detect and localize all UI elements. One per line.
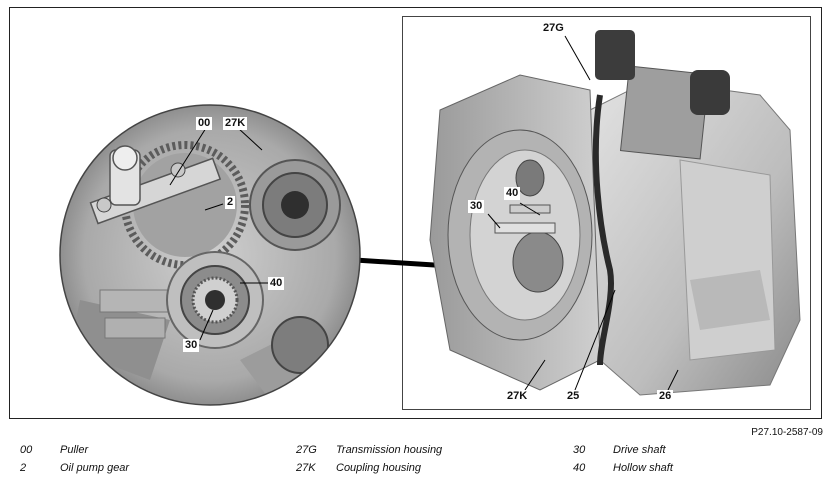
- callout-27k-main: 27K: [505, 390, 530, 403]
- figure-id: P27.10-2587-09: [751, 427, 823, 438]
- legend-text: Oil pump gear: [60, 462, 130, 474]
- callout-30-detail: 30: [183, 339, 200, 352]
- callout-26: 26: [657, 390, 674, 403]
- legend-text: Coupling housing: [336, 462, 422, 474]
- legend-number: 27G: [296, 444, 317, 456]
- legend-item: 27G Transmission housing: [296, 444, 442, 456]
- legend-text: Hollow shaft: [613, 462, 673, 474]
- callout-2: 2: [225, 196, 236, 209]
- main-leader-lines: [487, 35, 679, 391]
- legend-text: Puller: [60, 444, 89, 456]
- legend-item: 00 Puller: [20, 444, 88, 456]
- callout-40-main: 40: [504, 187, 521, 200]
- legend-number: 00: [20, 444, 33, 456]
- legend-number: 30: [573, 444, 586, 456]
- legend-item: 27K Coupling housing: [296, 462, 421, 474]
- legend-item: 30 Drive shaft: [573, 444, 666, 456]
- callout-00: 00: [196, 117, 213, 130]
- detail-leader-lines: [169, 127, 268, 341]
- detail-circle: [60, 105, 360, 405]
- callout-27k-detail: 27K: [223, 117, 248, 130]
- legend-text: Transmission housing: [336, 444, 443, 456]
- legend-text: Drive shaft: [613, 444, 666, 456]
- transmission-drawing: [429, 30, 801, 396]
- legend-item: 40 Hollow shaft: [573, 462, 673, 474]
- callout-40-detail: 40: [268, 277, 285, 290]
- callout-30-main: 30: [468, 200, 485, 213]
- callout-27g: 27G: [541, 22, 566, 35]
- legend-item: 2 Oil pump gear: [20, 462, 129, 474]
- legend-number: 2: [20, 462, 27, 474]
- callout-25: 25: [565, 390, 582, 403]
- legend-number: 40: [573, 462, 586, 474]
- legend-number: 27K: [296, 462, 316, 474]
